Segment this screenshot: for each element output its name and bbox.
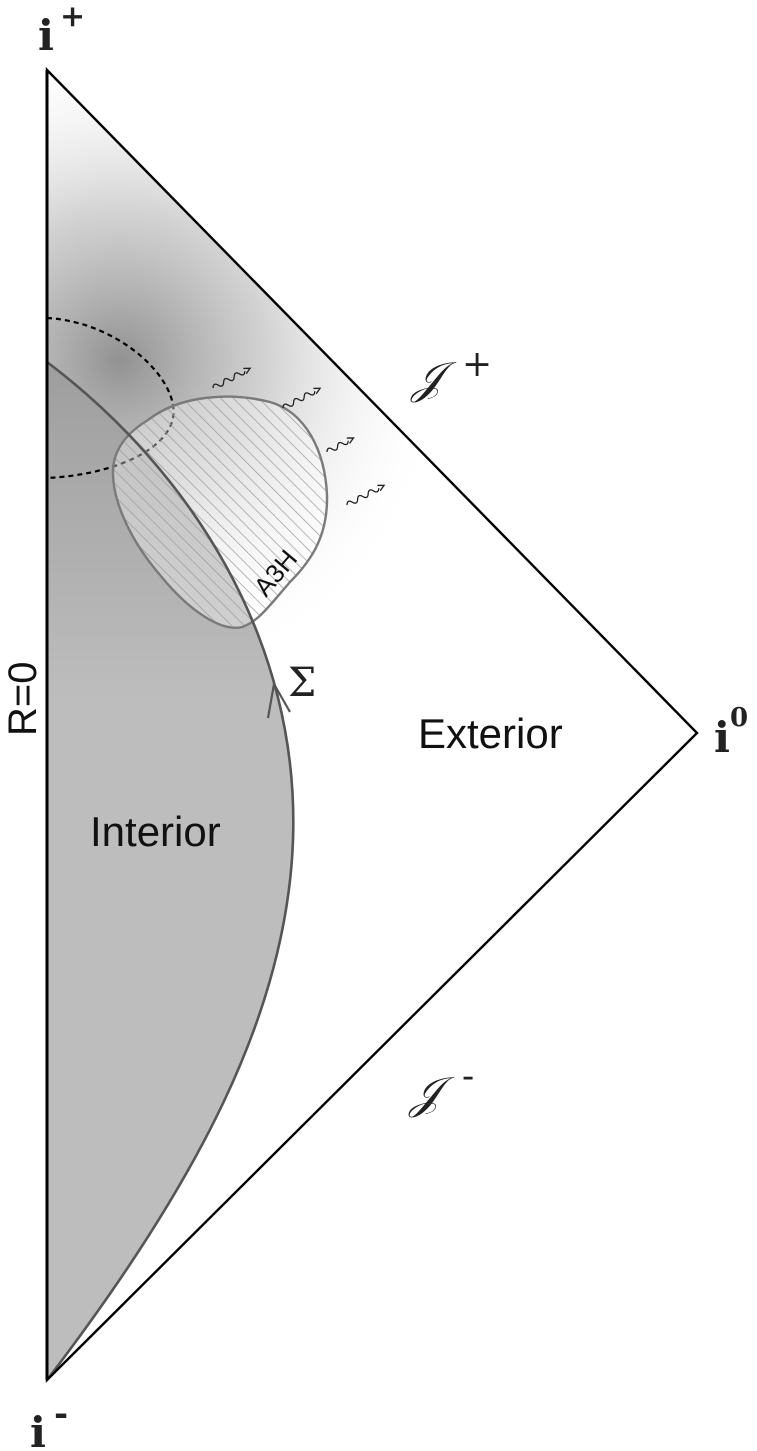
label-i-plus: i (38, 11, 54, 60)
label-sigma: Σ (288, 660, 316, 706)
label-scri-minus: 𝒥 (408, 1068, 455, 1119)
label-i-plus-sup: + (60, 0, 85, 34)
label-exterior: Exterior (418, 710, 563, 757)
sigma-boundary-curve (45, 360, 295, 1381)
label-i-zero: i (714, 713, 730, 762)
label-r-zero: R=0 (1, 662, 45, 737)
label-i-zero-sup: 0 (730, 703, 748, 733)
label-scri-plus-sup: + (462, 344, 492, 385)
label-scri-minus-sup: - (462, 1056, 474, 1097)
label-interior: Interior (90, 808, 221, 855)
label-i-minus-sup: - (54, 1394, 68, 1434)
label-scri-plus: 𝒥 (410, 353, 457, 404)
a3h-region (111, 395, 329, 629)
label-i-minus: i (30, 1408, 46, 1451)
radiation-squiggles (212, 367, 386, 506)
sigma-arrow-icon (266, 680, 291, 719)
